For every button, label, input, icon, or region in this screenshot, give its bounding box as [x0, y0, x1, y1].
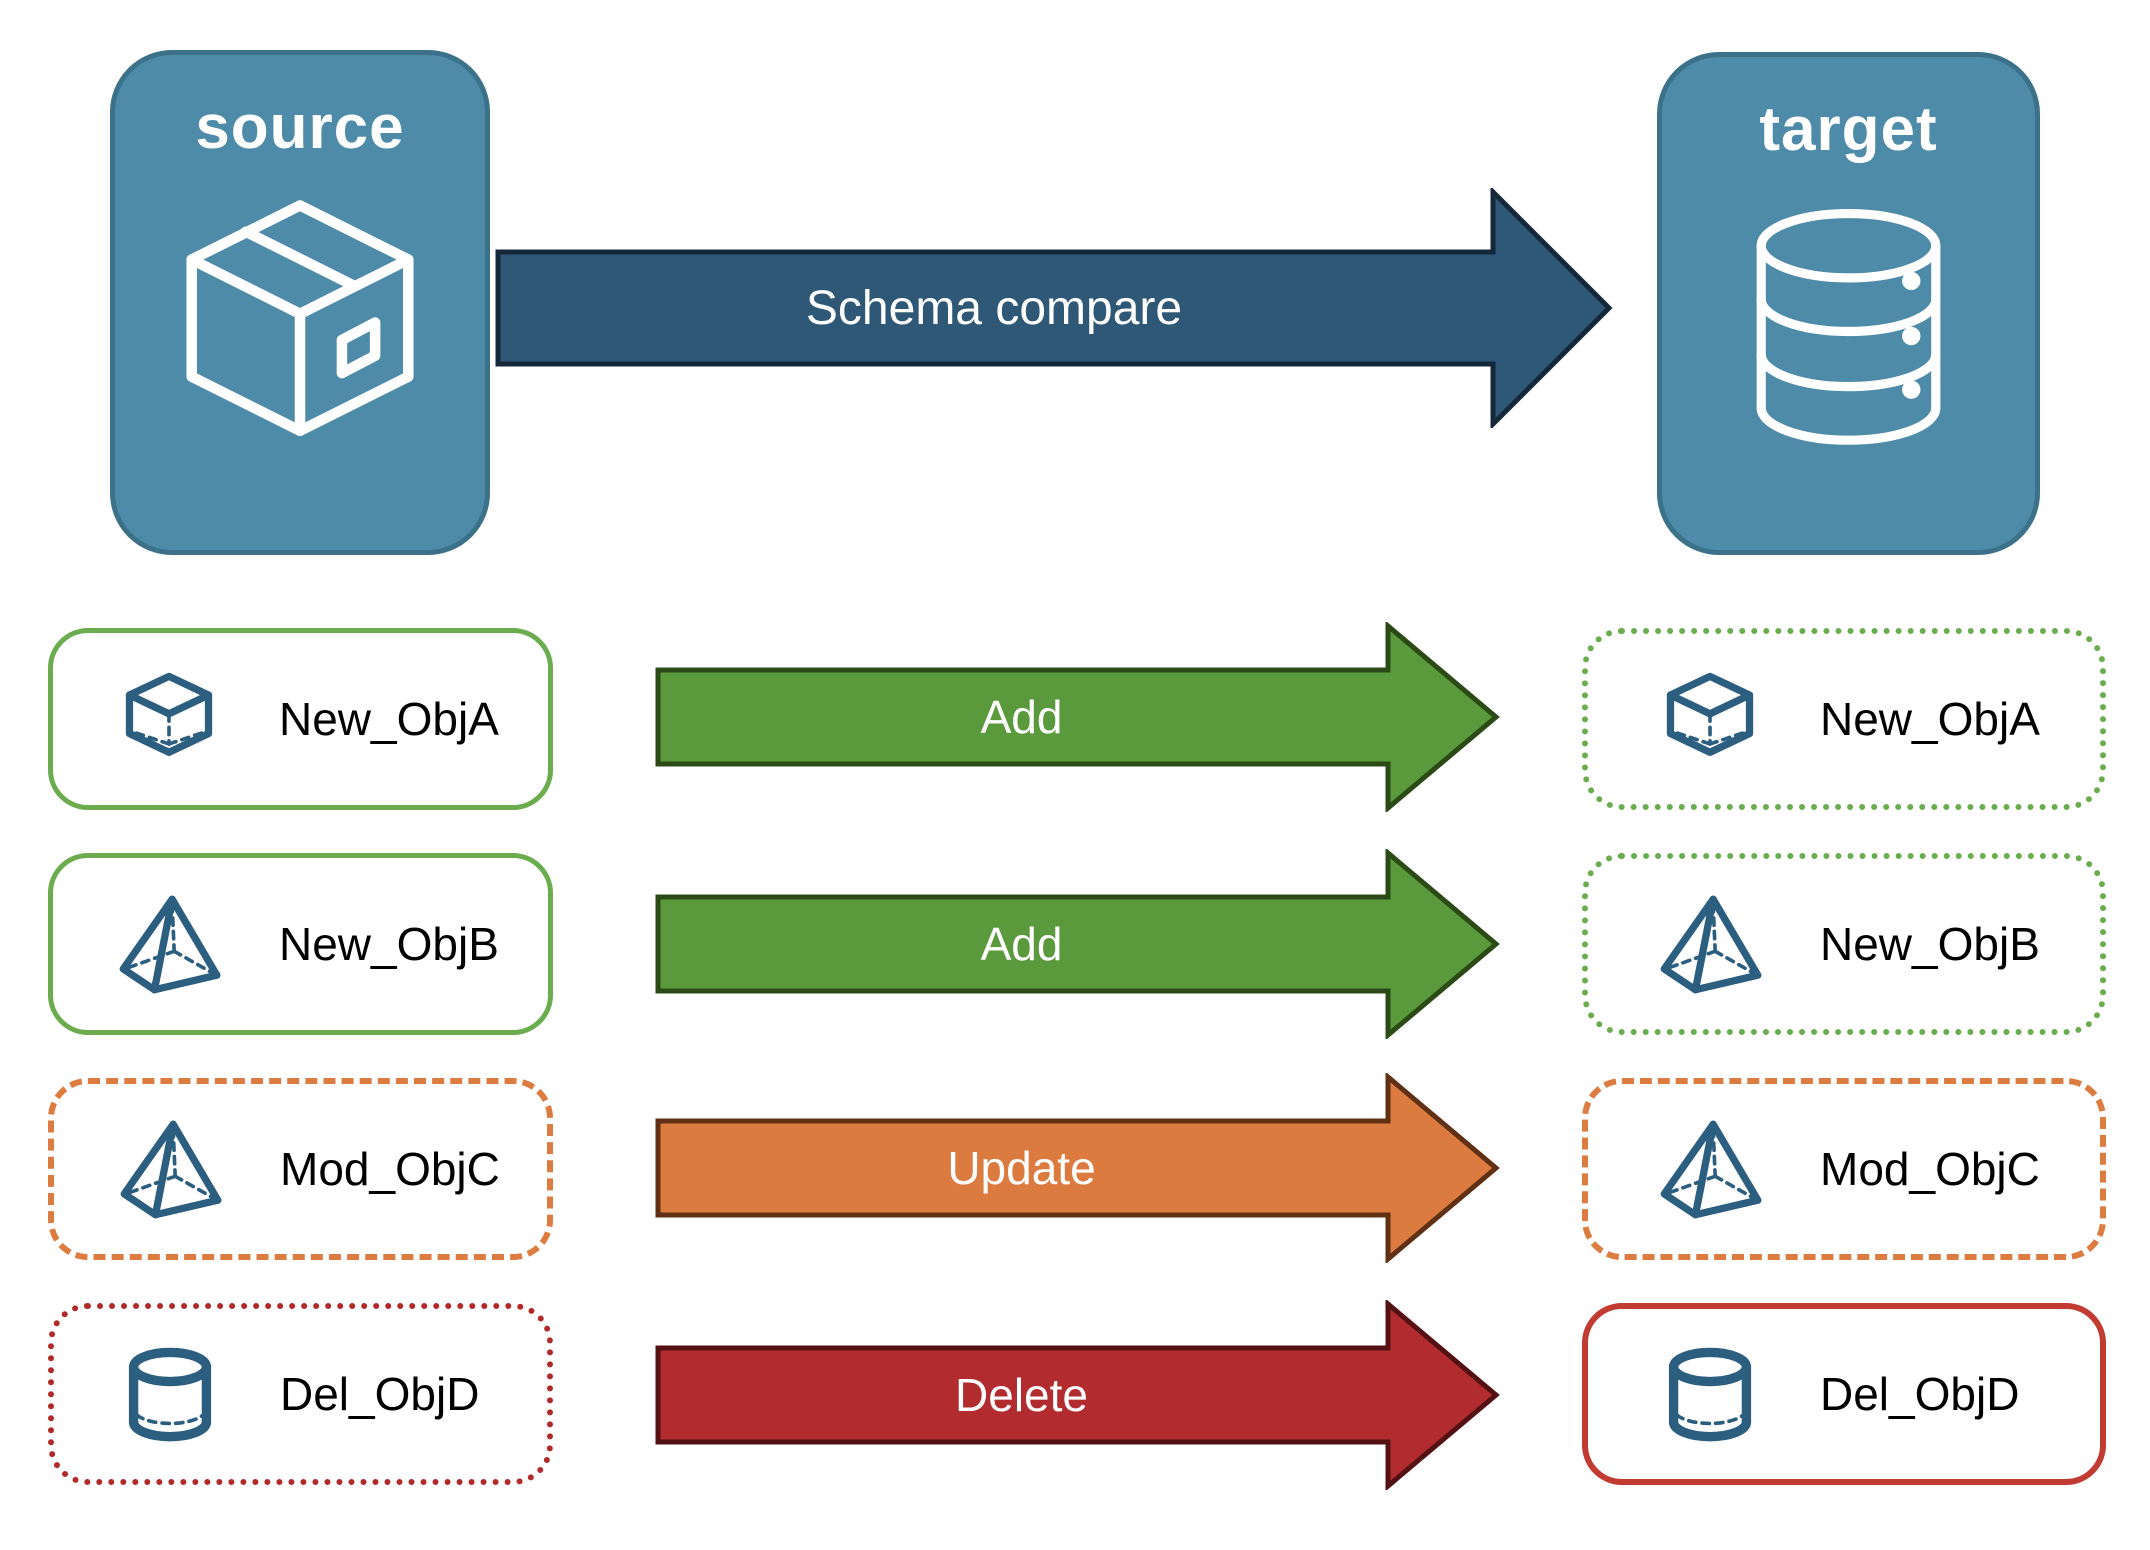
delete-arrow-shape: [655, 1300, 1500, 1490]
pyramid-icon: [120, 1120, 222, 1219]
source-object-del-objd: Del_ObjD: [48, 1303, 553, 1485]
source-object-mod-objc: Mod_ObjC: [48, 1078, 553, 1260]
pyramid-icon: [1660, 1120, 1762, 1219]
cube-icon: [1666, 672, 1754, 756]
update-arrow: Update: [655, 1073, 1500, 1263]
update-arrow-label: Update: [947, 1142, 1096, 1194]
add-arrow-1-shape: [655, 622, 1500, 812]
pyramid-icon: [119, 895, 221, 994]
target-object-new-obja: New_ObjA: [1582, 628, 2106, 810]
target-object-mod-objc: Mod_ObjC: [1582, 1078, 2106, 1260]
target-panel: target: [1657, 52, 2040, 555]
update-arrow-shape: [655, 1073, 1500, 1263]
target-object-del-objd: Del_ObjD: [1582, 1303, 2106, 1485]
source-object-label: Del_ObjD: [280, 1368, 480, 1420]
source-panel-title: source: [195, 93, 405, 162]
source-object-label: Mod_ObjC: [280, 1143, 500, 1195]
source-object-new-objb: New_ObjB: [48, 853, 553, 1035]
source-object-new-obja: New_ObjA: [48, 628, 553, 810]
source-object-label: New_ObjB: [279, 918, 499, 970]
cube-icon: [125, 672, 213, 756]
target-object-label: Mod_ObjC: [1820, 1143, 2040, 1195]
target-object-new-objb: New_ObjB: [1582, 853, 2106, 1035]
source-object-label: New_ObjA: [279, 693, 499, 745]
add-arrow-2-shape: [655, 849, 1500, 1039]
schema-compare-arrow-shape: [495, 188, 1613, 428]
schema-compare-arrow-label: Schema compare: [805, 281, 1183, 335]
schema-compare-arrow: Schema compare: [495, 188, 1615, 428]
package-icon: [186, 200, 414, 437]
add-arrow-1: Add: [655, 622, 1500, 812]
add-arrow-2-label: Add: [980, 918, 1063, 970]
delete-arrow: Delete: [655, 1300, 1500, 1490]
database-icon: [1756, 208, 1941, 445]
source-panel: source: [110, 50, 490, 555]
cylinder-icon: [128, 1347, 212, 1442]
target-object-label: New_ObjB: [1820, 918, 2040, 970]
target-object-label: New_ObjA: [1820, 693, 2040, 745]
cylinder-icon: [1668, 1347, 1752, 1442]
target-object-label: Del_ObjD: [1820, 1368, 2020, 1420]
add-arrow-1-label: Add: [980, 691, 1063, 743]
add-arrow-2: Add: [655, 849, 1500, 1039]
pyramid-icon: [1660, 895, 1762, 994]
target-panel-title: target: [1759, 95, 1938, 164]
delete-arrow-label: Delete: [955, 1369, 1088, 1421]
